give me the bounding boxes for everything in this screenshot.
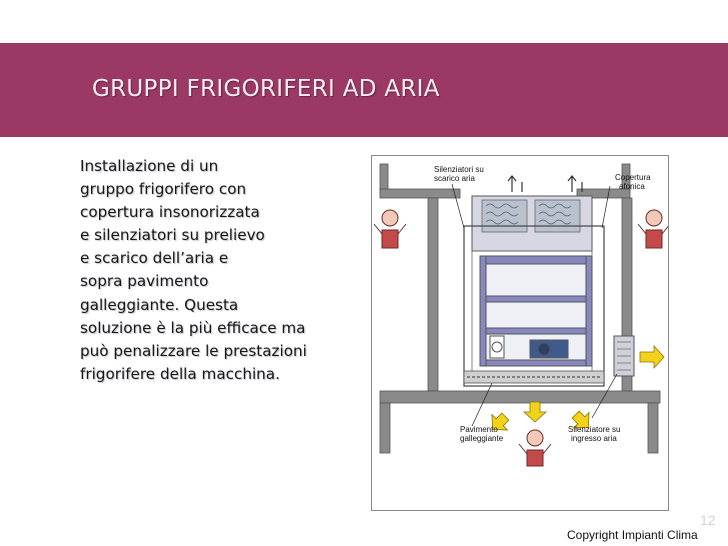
body-line: gruppo frigorifero con [80, 180, 247, 199]
floor-arrow-center [522, 401, 548, 423]
page-number: 12 [700, 512, 716, 528]
inlet-arrow [639, 344, 665, 370]
floor-arrow-right [571, 410, 590, 429]
roof-silencer-box [471, 195, 593, 252]
label-lines [451, 183, 618, 427]
title-banner [0, 43, 728, 137]
body-line: può penalizzare le prestazioni [80, 341, 307, 360]
body-line: galleggiante. Questa [80, 295, 239, 314]
top-right-slab [576, 188, 631, 199]
label-floating-floor-2: galleggiante [460, 434, 504, 443]
body-line: sopra pavimento [80, 272, 209, 291]
person-left [373, 209, 407, 249]
body-line: soluzione è la più efficace ma [80, 318, 306, 337]
floor-slab [379, 390, 661, 404]
label-acoustic-cover-2: afonica [619, 182, 645, 191]
label-inlet-silencer: Silenziatore su [568, 425, 620, 434]
body-line: e silenziatori su prelievo [80, 226, 265, 245]
body-line: copertura insonorizzata [80, 203, 260, 222]
body-line: e scarico dell’aria e [80, 249, 229, 268]
label-floating-floor: Pavimento [460, 425, 498, 434]
exhaust-silencer-left [481, 199, 528, 233]
lower-right-wall [647, 402, 659, 454]
building-walls [379, 163, 661, 454]
air-flow-arrow-icon [491, 344, 665, 431]
label-exhaust-silencers: Silenziatori su [434, 165, 484, 174]
exhaust-arrows [507, 175, 583, 192]
person-right [637, 209, 671, 249]
installation-diagram: Silenziatori su scarico aria Copertura a… [371, 155, 671, 511]
copyright-notice: Copyright Impianti Clima [567, 528, 698, 542]
chiller-unit [479, 255, 593, 367]
acoustic-enclosure [463, 225, 605, 387]
control-panel [489, 335, 505, 359]
left-wall [427, 197, 439, 392]
label-inlet-silencer-2: ingresso aria [571, 434, 617, 443]
body-line: Installazione di un [80, 157, 219, 175]
floor-arrow-left [491, 412, 510, 431]
slide-title: GRUPPI FRIGORIFERI AD ARIA [92, 76, 440, 102]
person-bottom [518, 429, 552, 467]
label-acoustic-cover: Copertura [615, 173, 651, 182]
inlet-silencer [613, 335, 635, 377]
slide-body-text: Installazione di un gruppo frigorifero c… [80, 155, 380, 386]
floating-floor [463, 370, 605, 384]
body-line: frigorifere della macchina. [80, 364, 280, 383]
diagram-svg: Silenziatori su scarico aria Copertura a… [373, 163, 671, 467]
annoyed-person-icon [373, 209, 671, 467]
label-exhaust-silencers-2: scarico aria [434, 174, 475, 183]
top-left-slab [379, 188, 461, 199]
lower-left-wall [379, 402, 391, 454]
exhaust-silencer-right [534, 199, 581, 233]
